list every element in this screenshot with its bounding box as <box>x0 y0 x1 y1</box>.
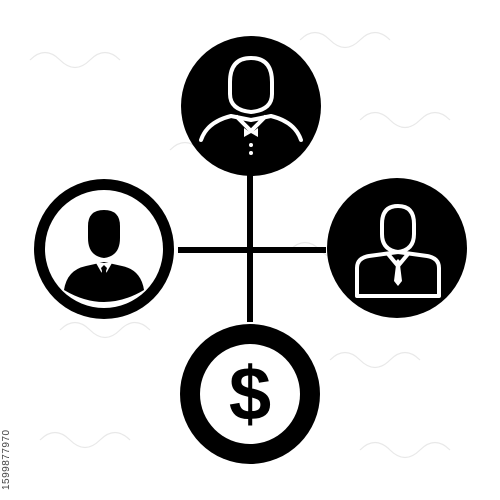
businessman-tie-icon <box>64 210 144 302</box>
shirt-button <box>249 143 253 147</box>
stock-image-id: 1599877970 <box>1 429 12 490</box>
bowtie-icon <box>244 128 258 137</box>
bottom-money-node: $ <box>180 324 320 464</box>
connection-cross <box>178 175 326 322</box>
right-person-node <box>327 178 467 318</box>
dollar-icon: $ <box>229 352 271 437</box>
shirt-button <box>249 151 253 155</box>
tie-icon <box>394 259 402 286</box>
manager-bowtie-icon <box>199 56 303 142</box>
left-person-node <box>34 179 174 319</box>
top-person-node <box>181 36 321 176</box>
